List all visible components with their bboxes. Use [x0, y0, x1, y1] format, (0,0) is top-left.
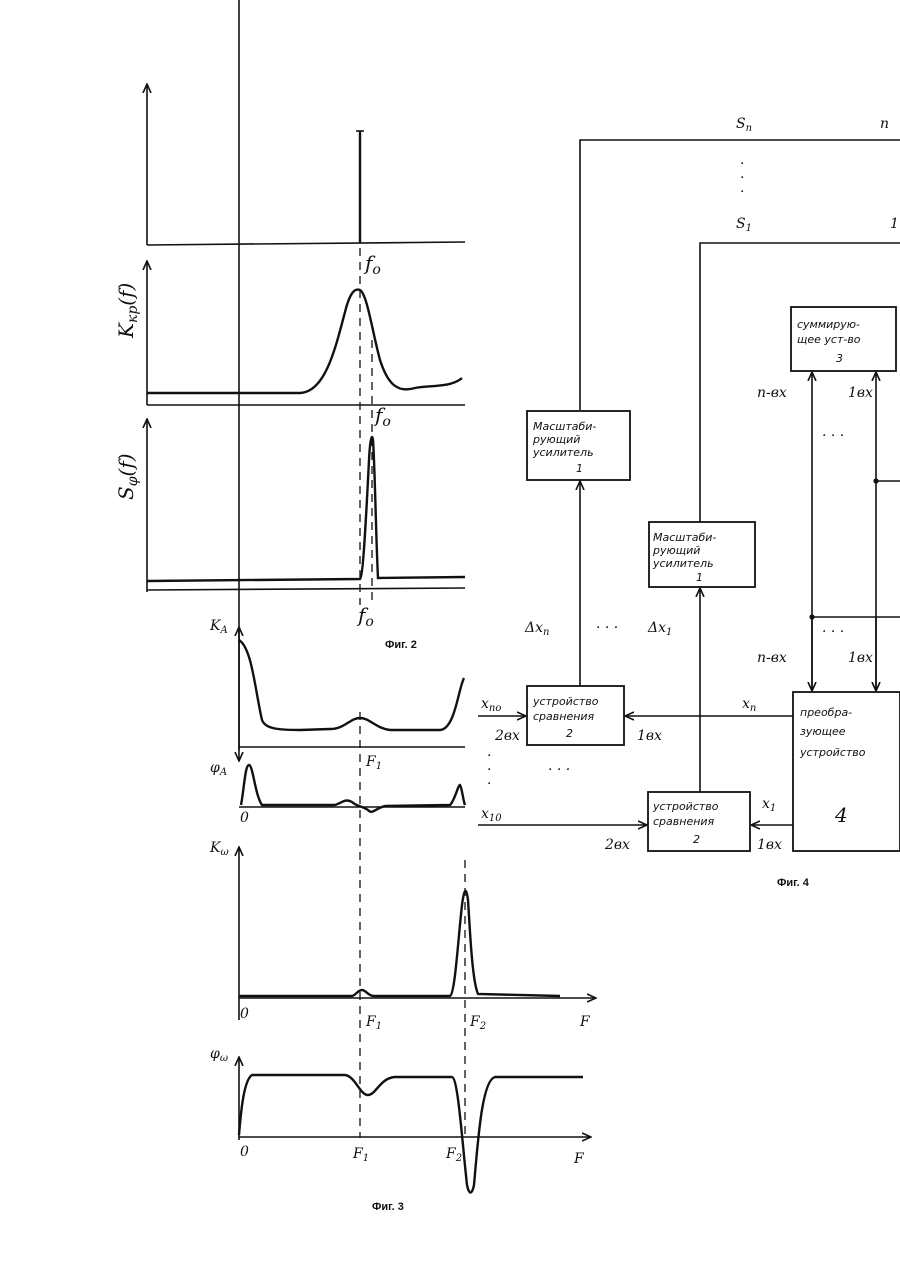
amp-n-line3: усилитель	[532, 446, 594, 459]
sum-number: 3	[836, 352, 843, 365]
hdots-conv: · · ·	[822, 624, 844, 640]
cmp-1-line2: сравнения	[653, 815, 715, 828]
vdots-c: ·	[487, 776, 491, 792]
f-axis-label-kw: F	[579, 1014, 591, 1030]
amp-1-line1: Масштаби-	[653, 531, 716, 544]
sn-label: Sn	[736, 116, 752, 134]
cmp-n-line2: сравнения	[533, 710, 595, 723]
hdots-sum: · · ·	[822, 428, 844, 444]
n-top-label: n	[880, 116, 889, 132]
fig-2-caption: Фиг. 2	[385, 639, 417, 651]
zero-label-phia: 0	[240, 810, 249, 826]
fig-4-caption: Фиг. 4	[777, 877, 810, 889]
fig-3-caption: Фиг. 3	[372, 1201, 404, 1213]
zero-label-phiw: 0	[240, 1144, 249, 1160]
k-kp-curve	[147, 290, 462, 393]
amp-1-number: 1	[696, 571, 703, 584]
sum-line1: суммирую-	[797, 318, 860, 331]
phiw-axis-label: φω	[210, 1046, 228, 1064]
amp-n-line1: Масштаби-	[533, 420, 596, 433]
kw-axis-label: Kω	[209, 840, 229, 858]
k-kp-axis-label: Kкр(f)	[114, 283, 141, 339]
phia-axis-label: φA	[210, 760, 227, 778]
conv-line1: преобра-	[800, 706, 852, 719]
zero-label-kw: 0	[240, 1006, 249, 1022]
amp-1-line2: рующий	[652, 544, 700, 557]
cmp-n-in2-label: 2вх	[494, 728, 520, 744]
hdots-delta: · · ·	[596, 620, 618, 636]
figure-4: Sn n · · · S1 1 Масштаби- рующий усилите…	[478, 116, 900, 889]
cmp-1-in1-label: 1вх	[757, 837, 782, 853]
f0-label-mid: fo	[373, 403, 391, 430]
phia-curve	[241, 765, 465, 812]
sum-line2: щее уст-во	[797, 333, 861, 346]
conv-line3: устройство	[799, 746, 866, 759]
hdots-cmp: · · ·	[548, 762, 570, 778]
vdots-3: ·	[740, 184, 744, 200]
s-phi-axis-label: Sφ(f)	[114, 453, 141, 500]
f1-label-ka: F1	[365, 754, 382, 772]
xno-label: xno	[481, 696, 501, 714]
sum-nin-label: n-вх	[757, 385, 787, 401]
delta-xn-label: Δxn	[524, 620, 549, 638]
s-phi-curve	[147, 437, 465, 581]
f2-label-phiw: F2	[445, 1146, 462, 1164]
ka-axis-label: KA	[209, 618, 228, 636]
conv-nin-label: n-вх	[757, 650, 787, 666]
f1-label-phiw: F1	[352, 1146, 369, 1164]
cmp-1-line1: устройство	[652, 800, 719, 813]
conv-in1-label: 1вх	[848, 650, 873, 666]
delta-x1-label: Δx1	[647, 620, 672, 638]
cmp-n-number: 2	[566, 727, 573, 740]
figure-2: fo Kкр(f) Sφ(f) fo fo Фиг. 2	[114, 85, 465, 651]
conv-number: 4	[834, 803, 848, 827]
f1-label-kw: F1	[365, 1014, 382, 1032]
conv-line2: зующее	[800, 725, 846, 738]
f0-label-bottom: fo	[356, 603, 374, 630]
amp-n-number: 1	[576, 462, 583, 475]
cmp-n-in1-label: 1вх	[637, 728, 662, 744]
cmp-1-number: 2	[693, 833, 700, 846]
f0-label-top: fo	[363, 251, 381, 278]
one-top-label: 1	[890, 216, 899, 232]
ka-curve	[239, 640, 464, 730]
amp-n-line2: рующий	[532, 433, 580, 446]
f2-label-kw: F2	[469, 1014, 486, 1032]
sum-in1-label: 1вх	[848, 385, 873, 401]
figure-3: KA F1 φA 0 Kω 0 F1 F2 F φω 0 F1 F2 F Фиг…	[209, 0, 595, 1213]
cmp-1-in2-label: 2вх	[604, 837, 630, 853]
x1-label: x1	[762, 796, 776, 814]
x10-label: x10	[481, 806, 502, 824]
phiw-curve	[239, 1075, 583, 1193]
cmp-n-line1: устройство	[532, 695, 599, 708]
s1-label: S1	[736, 216, 752, 234]
f-axis-label-phiw: F	[573, 1151, 585, 1167]
xn-label: xn	[742, 696, 756, 714]
amp-1-line3: усилитель	[652, 557, 714, 570]
kw-curve	[239, 891, 560, 996]
